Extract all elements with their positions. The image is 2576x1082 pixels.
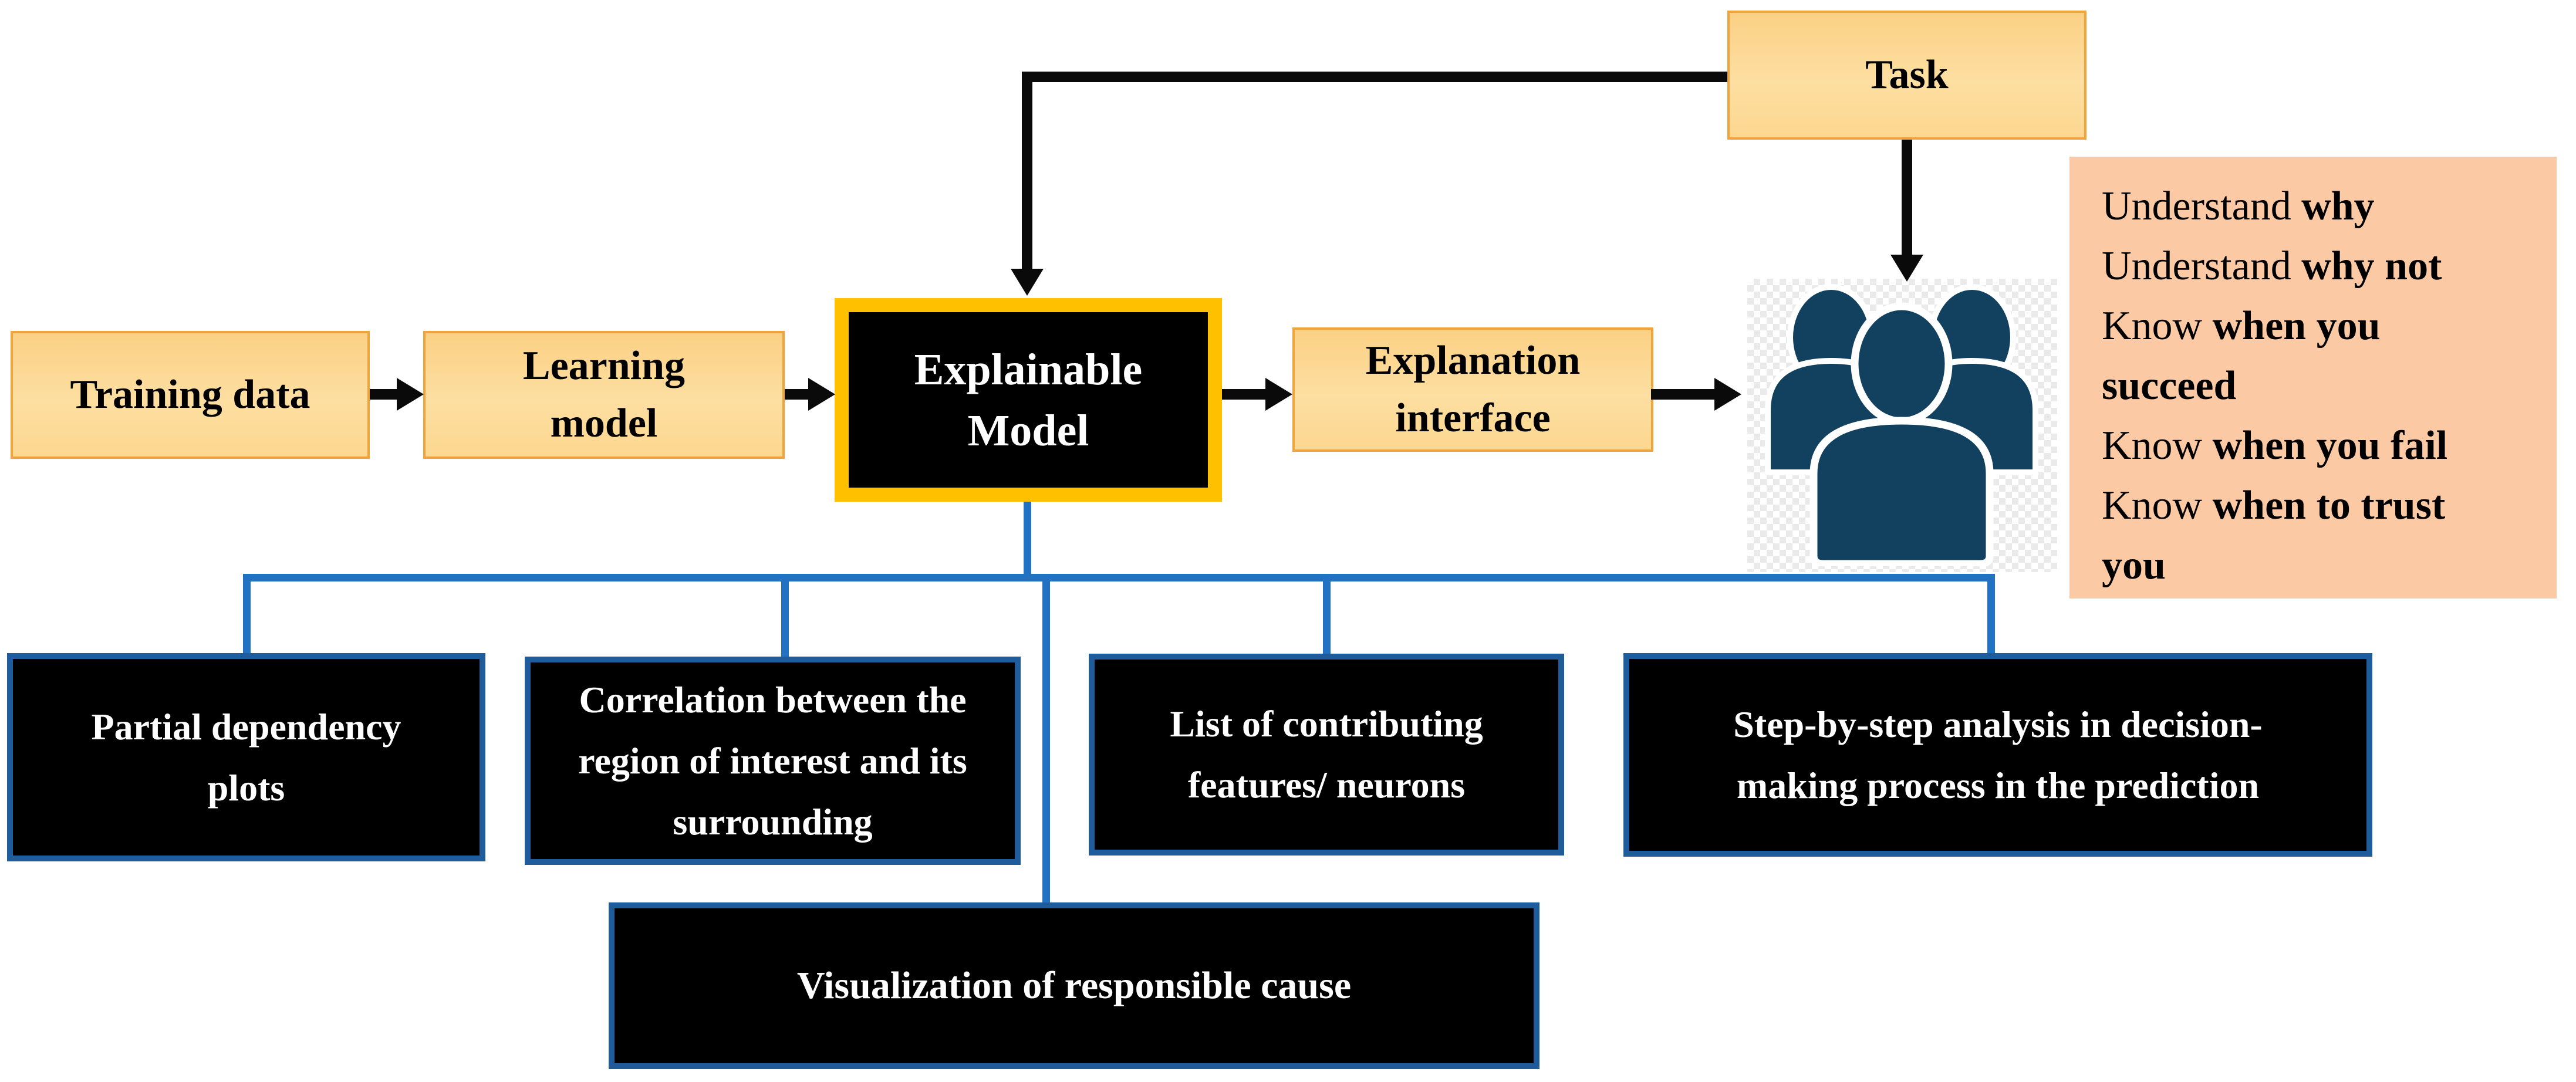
- arrowhead-learning-to-explainable: [808, 378, 835, 411]
- node-learning-model: Learning model: [423, 331, 785, 459]
- capability-visualization-label: Visualization of responsible cause: [796, 964, 1352, 1007]
- arrow-training-to-learning: [370, 389, 398, 400]
- connector-drop-step: [1987, 580, 1995, 657]
- node-task-label: Task: [1865, 52, 1949, 97]
- connector-drop-partial: [243, 580, 251, 654]
- benefit-line: you: [2102, 543, 2166, 588]
- node-explanation-interface-label: Explanation interface: [1365, 338, 1581, 441]
- benefit-line: Know when you fail: [2102, 423, 2448, 468]
- benefit-line: Know when you: [2102, 303, 2381, 349]
- arrow-task-to-users: [1902, 140, 1912, 255]
- people-group-icon: [1765, 284, 2038, 566]
- capability-partial-dependency: Partial dependency plots: [7, 653, 485, 861]
- node-task: Task: [1727, 11, 2087, 140]
- arrowhead-task-to-users: [1890, 255, 1923, 282]
- arrow-task-to-explainable-horizontal: [1022, 72, 1727, 82]
- capability-step-by-step: Step-by-step analysis in decision-making…: [1623, 653, 2372, 857]
- arrowhead-task-to-explainable: [1011, 269, 1044, 296]
- node-explainable-model: Explainable Model: [835, 298, 1222, 502]
- node-training-data: Training data: [11, 331, 370, 459]
- connector-drop-list: [1323, 580, 1331, 655]
- arrow-explainable-to-explanation: [1222, 389, 1267, 400]
- arrow-task-to-explainable-vertical: [1022, 72, 1032, 270]
- connector-drop-visualization: [1042, 580, 1050, 904]
- node-learning-model-label: Learning model: [522, 343, 686, 446]
- benefit-line: Understand why: [2102, 184, 2375, 229]
- capability-correlation-label: Correlation between the region of intere…: [578, 678, 967, 843]
- arrow-learning-to-explainable: [785, 389, 809, 400]
- benefit-line: Know when to trust: [2102, 483, 2446, 528]
- arrowhead-explanation-to-users: [1714, 378, 1741, 411]
- benefits-box: Understand why Understand why not Know w…: [2069, 157, 2557, 599]
- benefit-line: succeed: [2102, 363, 2237, 408]
- connector-model-stem: [1024, 502, 1031, 577]
- capability-visualization: Visualization of responsible cause: [609, 902, 1539, 1069]
- node-training-data-label: Training data: [70, 372, 310, 417]
- node-explanation-interface: Explanation interface: [1292, 327, 1653, 452]
- connector-drop-correlation: [781, 580, 789, 658]
- capability-contributing-features-label: List of contributing features/ neurons: [1170, 703, 1483, 806]
- node-explainable-model-label: Explainable Model: [914, 344, 1143, 455]
- capability-contributing-features: List of contributing features/ neurons: [1089, 654, 1564, 856]
- node-explainable-model-panel: Explainable Model: [849, 312, 1208, 488]
- arrowhead-training-to-learning: [397, 378, 424, 411]
- capability-step-by-step-label: Step-by-step analysis in decision-making…: [1733, 703, 2263, 806]
- benefit-line: Understand why not: [2102, 244, 2442, 289]
- capability-partial-dependency-label: Partial dependency plots: [91, 705, 401, 809]
- capability-correlation: Correlation between the region of intere…: [525, 657, 1021, 865]
- arrowhead-explainable-to-explanation: [1265, 378, 1292, 411]
- connector-horizontal-rail: [243, 574, 1995, 581]
- arrow-explanation-to-users: [1651, 389, 1716, 400]
